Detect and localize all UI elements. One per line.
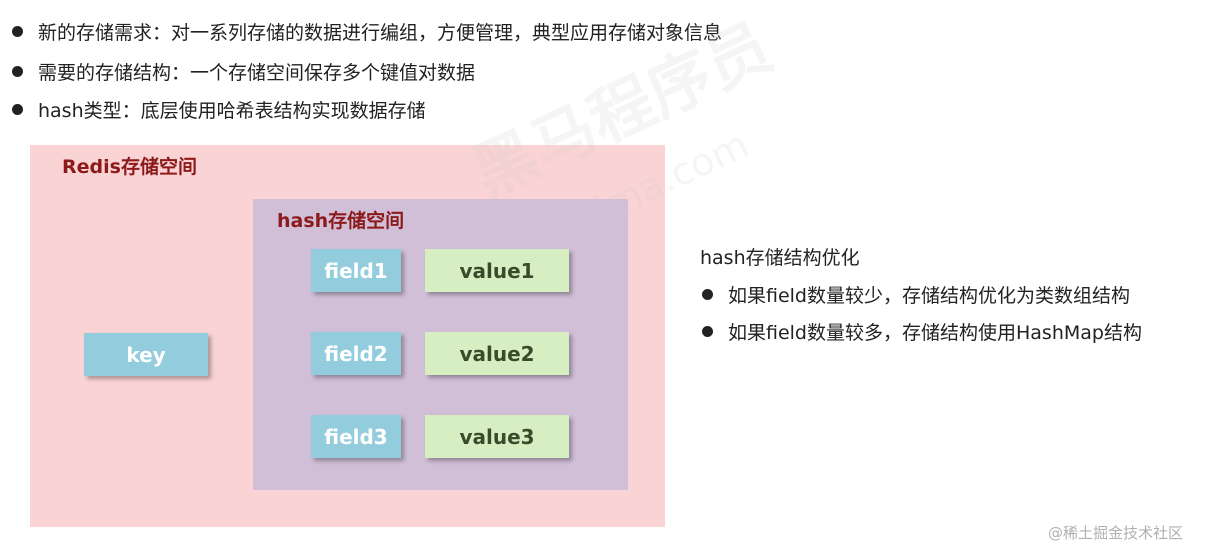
redis-storage-title: Redis存储空间 <box>62 156 197 178</box>
footer-credit: @稀土掘金技术社区 <box>1048 524 1184 542</box>
bullet-dot-icon <box>702 289 713 300</box>
field-box: field1 <box>311 249 401 292</box>
value-box: value3 <box>425 415 569 458</box>
bullet-item: hash类型：底层使用哈希表结构实现数据存储 <box>12 96 426 123</box>
bullet-dot-icon <box>702 326 713 337</box>
bullet-text: hash类型：底层使用哈希表结构实现数据存储 <box>38 100 426 122</box>
bullet-text: 新的存储需求：对一系列存储的数据进行编组，方便管理，典型应用存储对象信息 <box>38 22 723 44</box>
optimization-item: 如果field数量较少，存储结构优化为类数组结构 <box>702 281 1130 308</box>
bullet-dot-icon <box>12 26 23 37</box>
optimization-title: hash存储结构优化 <box>700 247 860 269</box>
bullet-item: 新的存储需求：对一系列存储的数据进行编组，方便管理，典型应用存储对象信息 <box>12 18 722 45</box>
bullet-dot-icon <box>12 66 23 77</box>
value-box: value1 <box>425 249 569 292</box>
bullet-dot-icon <box>12 104 23 115</box>
bullet-text: 需要的存储结构：一个存储空间保存多个键值对数据 <box>38 62 476 84</box>
bullet-item: 需要的存储结构：一个存储空间保存多个键值对数据 <box>12 58 475 85</box>
hash-storage-title: hash存储空间 <box>277 210 405 232</box>
field-box: field3 <box>311 415 401 458</box>
key-box: key <box>84 333 208 376</box>
optimization-text: 如果field数量较少，存储结构优化为类数组结构 <box>728 285 1130 307</box>
optimization-item: 如果field数量较多，存储结构使用HashMap结构 <box>702 318 1142 345</box>
value-box: value2 <box>425 332 569 375</box>
optimization-text: 如果field数量较多，存储结构使用HashMap结构 <box>728 322 1142 344</box>
field-box: field2 <box>311 332 401 375</box>
